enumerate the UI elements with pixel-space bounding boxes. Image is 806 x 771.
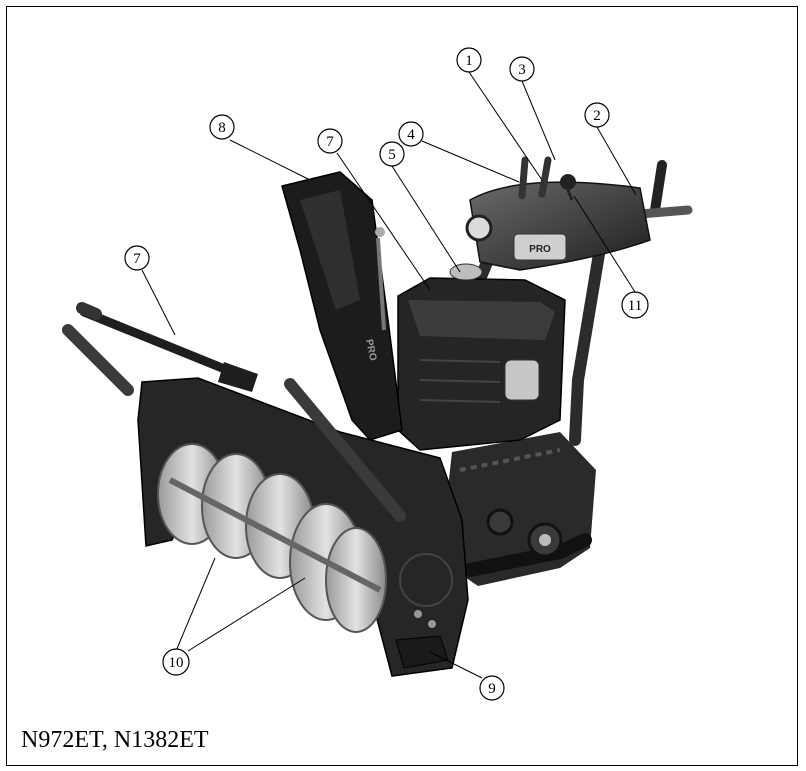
auger-housing [62, 324, 469, 677]
chute-rod [376, 237, 386, 331]
snowblower-illustration: PRO PRO [62, 156, 693, 677]
svg-text:7: 7 [133, 251, 141, 267]
lever-4 [518, 156, 529, 200]
svg-text:2: 2 [593, 108, 601, 124]
clean-out-tool [76, 302, 258, 392]
headlight [465, 214, 493, 242]
callout-1: 1 [456, 47, 482, 73]
svg-text:9: 9 [488, 681, 496, 697]
callout-2: 2 [584, 102, 610, 128]
svg-text:1: 1 [465, 53, 473, 69]
svg-text:7: 7 [326, 134, 334, 150]
skid-handle-left [62, 324, 134, 396]
brand-mark: PRO [529, 244, 551, 255]
callout-8: 8 [209, 114, 235, 140]
leader-lines [141, 71, 637, 679]
svg-text:8: 8 [218, 120, 226, 136]
chute-brand-mark: PRO [363, 338, 378, 362]
callout-10: 10 [162, 648, 190, 676]
svg-text:11: 11 [628, 298, 642, 314]
knob-3 [560, 174, 576, 190]
callout-11: 11 [621, 291, 649, 319]
engine [397, 263, 566, 451]
skid-handle-right [284, 378, 406, 522]
control-panel: PRO [465, 156, 651, 271]
track-drive [440, 432, 596, 586]
svg-text:5: 5 [388, 147, 396, 163]
callout-9: 9 [479, 675, 505, 701]
callout-7-chute-rod: 7 [317, 128, 343, 154]
pull-start [504, 359, 540, 401]
model-caption: N972ET, N1382ET [21, 727, 209, 753]
discharge-chute: PRO [281, 171, 403, 441]
callout-3: 3 [509, 56, 535, 82]
svg-text:3: 3 [518, 62, 526, 78]
callout-7-clean-out-tool: 7 [124, 245, 150, 271]
svg-text:10: 10 [169, 655, 184, 671]
callout-5: 5 [379, 141, 405, 167]
skid-shoe [395, 635, 449, 669]
augers [157, 443, 387, 633]
fuel-cap [449, 263, 483, 281]
svg-text:4: 4 [407, 127, 415, 143]
callout-4: 4 [398, 121, 424, 147]
lever-1 [538, 156, 552, 198]
